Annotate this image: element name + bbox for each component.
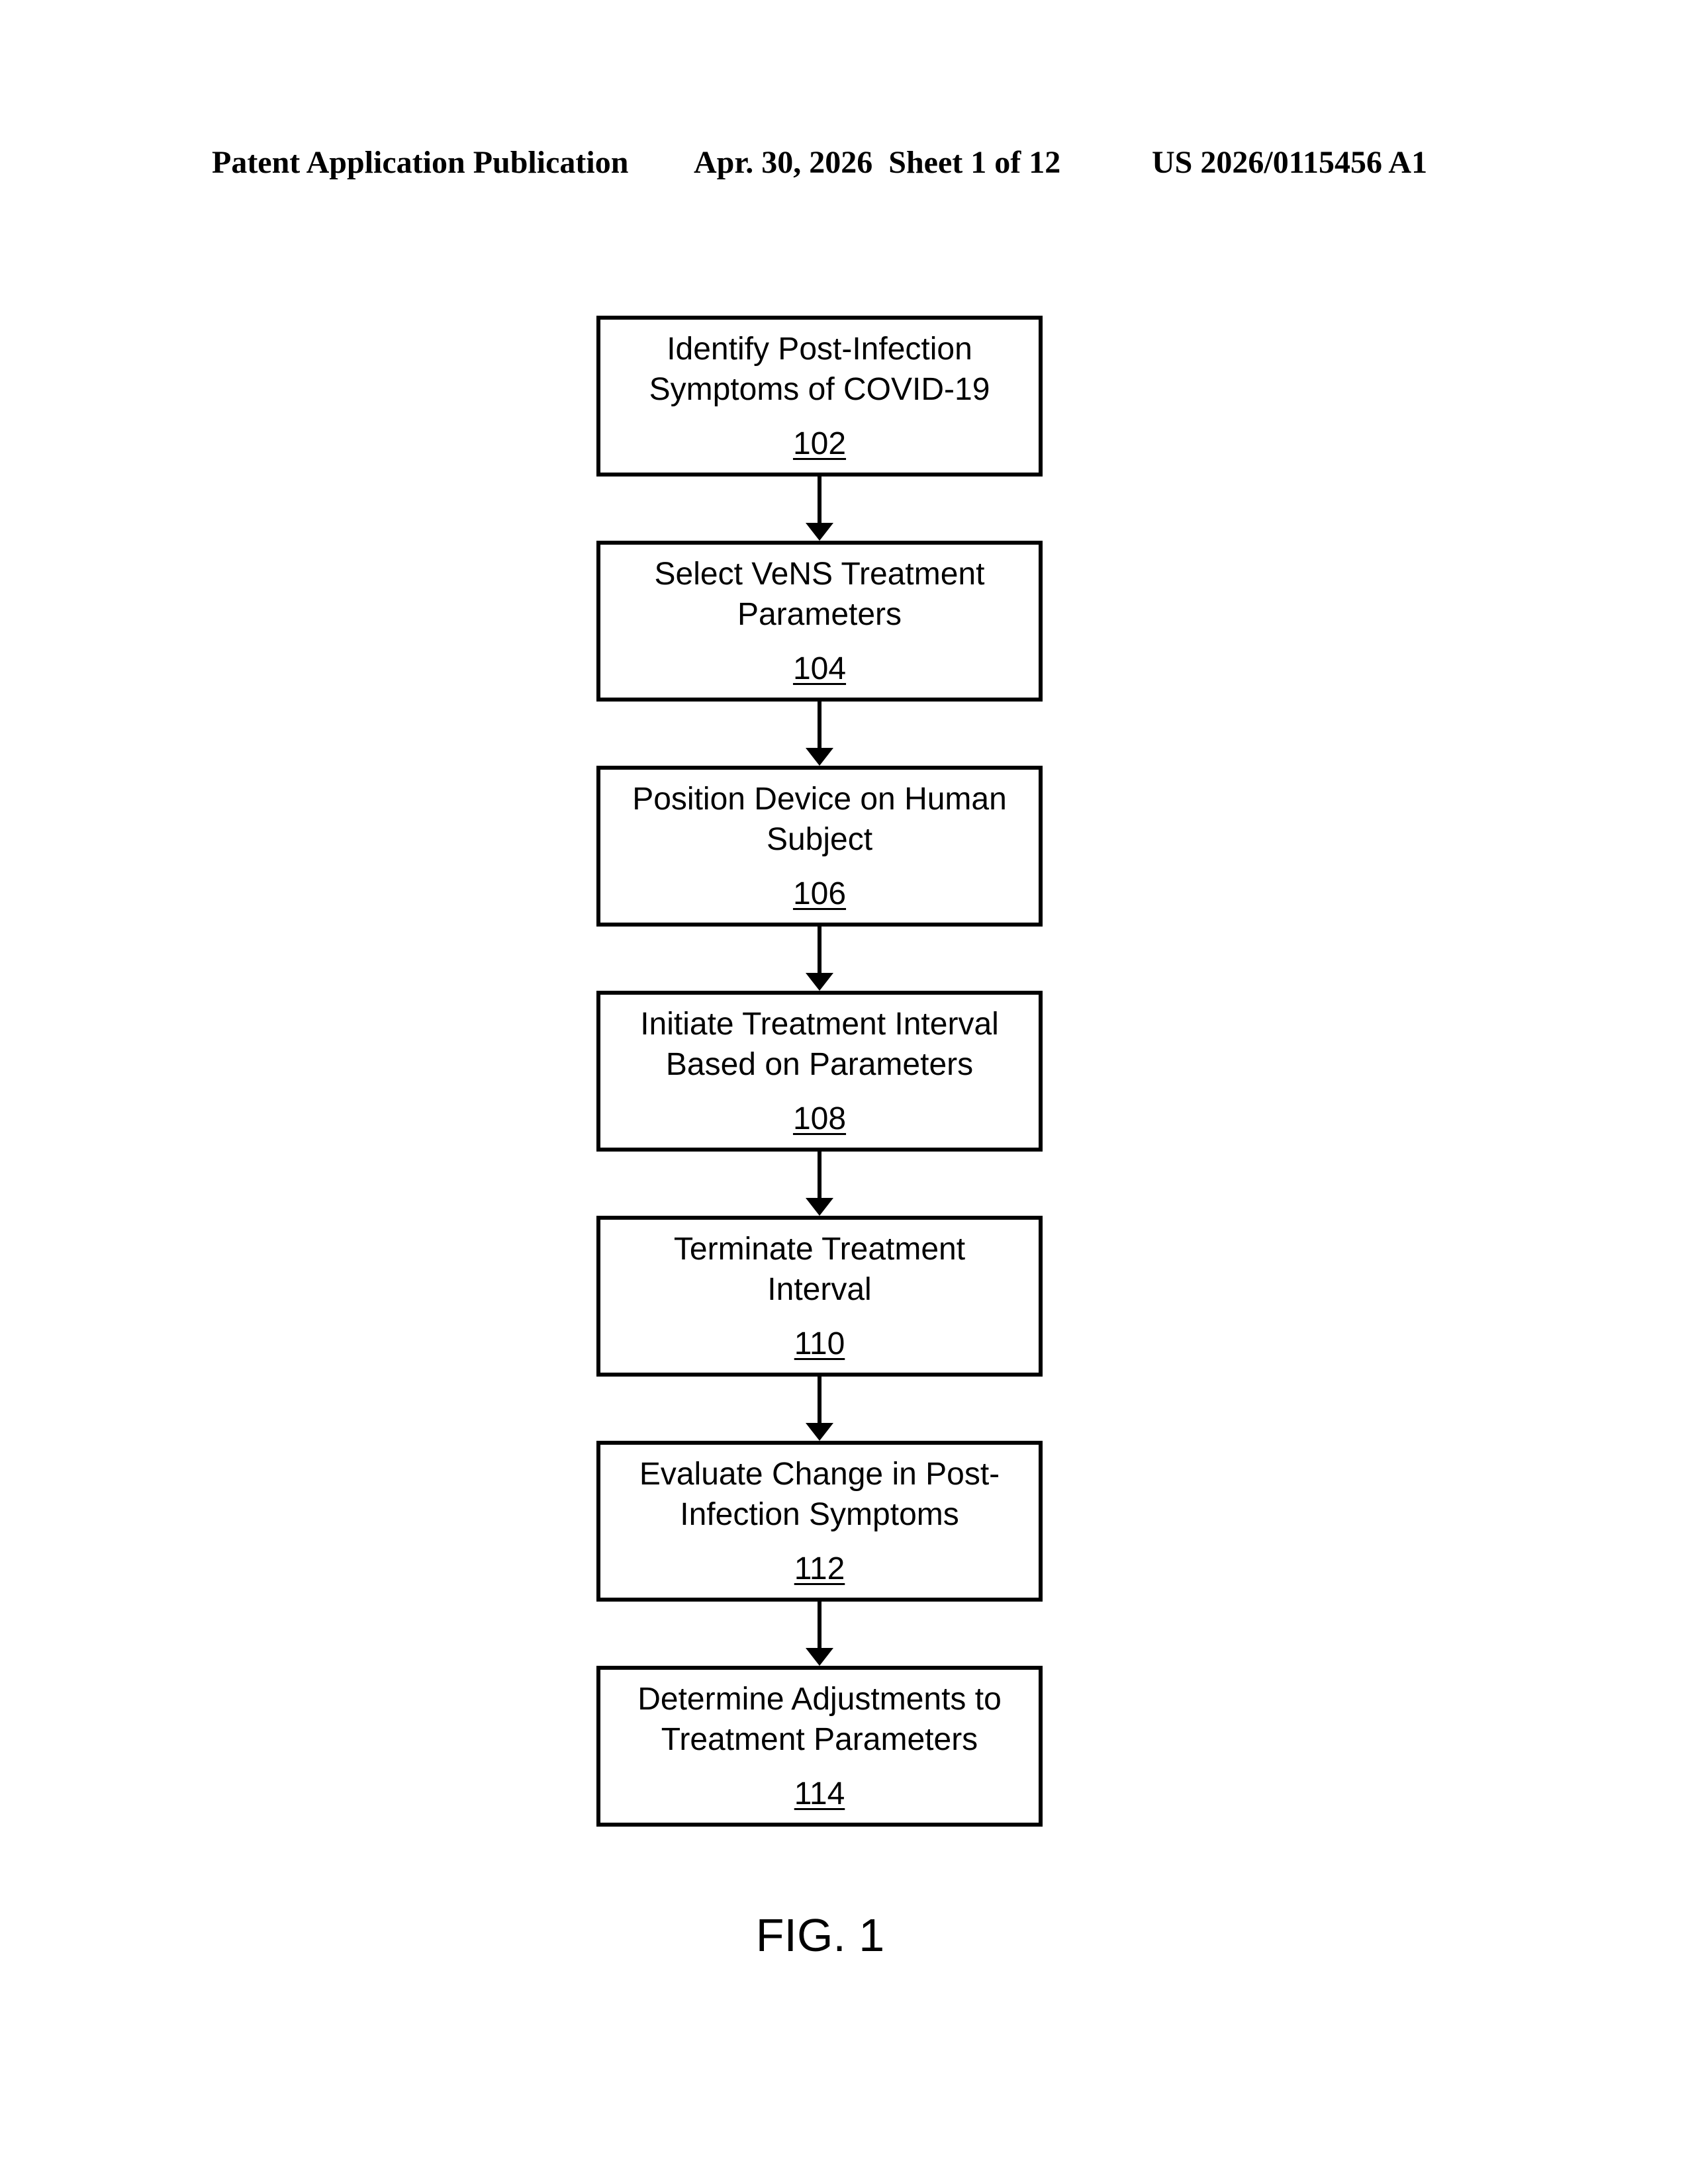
- publication-number: US 2026/0115456 A1: [1152, 144, 1427, 181]
- flow-arrow-icon: [804, 1602, 835, 1666]
- step-box-112: Evaluate Change in Post- Infection Sympt…: [596, 1441, 1043, 1602]
- step-label: Terminate Treatment Interval: [607, 1229, 1032, 1310]
- step-box-108: Initiate Treatment Interval Based on Par…: [596, 991, 1043, 1152]
- step-label: Position Device on Human Subject: [607, 779, 1032, 860]
- flow-arrow-icon: [804, 477, 835, 541]
- date-sheet: Apr. 30, 2026 Sheet 1 of 12: [694, 144, 1060, 181]
- step-box-106: Position Device on Human Subject 106: [596, 766, 1043, 927]
- figure-label: FIG. 1: [0, 1909, 1640, 1962]
- step-ref-number: 106: [600, 876, 1039, 913]
- flow-arrow-icon: [804, 1152, 835, 1216]
- step-ref-number: 102: [600, 426, 1039, 463]
- step-box-102: Identify Post-Infection Symptoms of COVI…: [596, 316, 1043, 477]
- step-label: Initiate Treatment Interval Based on Par…: [607, 1004, 1032, 1085]
- step-ref-number: 112: [600, 1551, 1039, 1588]
- step-label: Evaluate Change in Post- Infection Sympt…: [607, 1454, 1032, 1535]
- step-ref-number: 108: [600, 1101, 1039, 1138]
- step-box-110: Terminate Treatment Interval 110: [596, 1216, 1043, 1377]
- step-box-114: Determine Adjustments to Treatment Param…: [596, 1666, 1043, 1827]
- publication-type: Patent Application Publication: [212, 144, 628, 181]
- step-label: Select VeNS Treatment Parameters: [607, 554, 1032, 635]
- flow-arrow-icon: [804, 1377, 835, 1441]
- flow-arrow-icon: [804, 927, 835, 991]
- step-ref-number: 104: [600, 651, 1039, 688]
- patent-header: Patent Application Publication Apr. 30, …: [0, 144, 1688, 191]
- step-ref-number: 110: [600, 1326, 1039, 1363]
- flow-arrow-icon: [804, 702, 835, 766]
- step-label: Identify Post-Infection Symptoms of COVI…: [607, 329, 1032, 410]
- step-ref-number: 114: [600, 1776, 1039, 1813]
- step-box-104: Select VeNS Treatment Parameters 104: [596, 541, 1043, 702]
- step-label: Determine Adjustments to Treatment Param…: [607, 1679, 1032, 1760]
